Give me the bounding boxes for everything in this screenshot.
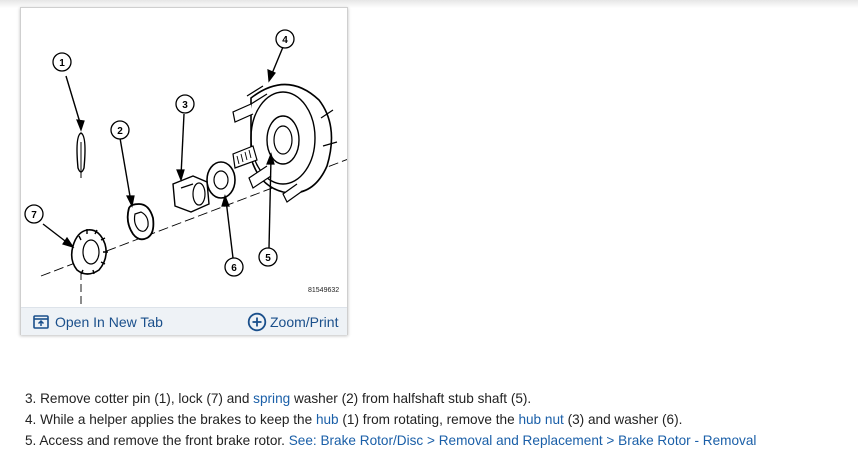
step-5-text-a: 5. Access and remove the front brake rot…: [25, 433, 289, 448]
callout-1: 1: [52, 52, 72, 72]
callout-7: 7: [24, 204, 44, 224]
open-in-new-tab-button[interactable]: Open In New Tab: [33, 311, 163, 332]
callout-label-1: 1: [59, 58, 65, 69]
figure-toolbar: Open In New Tab Zoom/Print: [21, 307, 347, 335]
callout-label-3: 3: [182, 100, 188, 111]
figure-card: 1 2 3 4 5 6 7: [20, 7, 348, 335]
hub-link[interactable]: hub: [315, 412, 339, 427]
callout-label-6: 6: [231, 263, 237, 274]
callout-label-4: 4: [282, 35, 288, 46]
callout-label-2: 2: [117, 126, 123, 137]
brake-rotor-removal-link[interactable]: See: Brake Rotor/Disc > Removal and Repl…: [288, 433, 757, 448]
callout-5: 5: [258, 247, 278, 267]
step-4-text-c: (3) and washer (6).: [563, 412, 683, 427]
zoom-print-button[interactable]: Zoom/Print: [247, 311, 338, 332]
top-shadow: [0, 0, 858, 8]
hub-assembly-diagram: 1 2 3 4 5 6 7: [24, 29, 347, 308]
open-in-new-tab-icon: [33, 314, 49, 329]
callout-label-5: 5: [265, 253, 271, 264]
hub-nut-link[interactable]: hub nut: [518, 412, 564, 427]
spring-link[interactable]: spring: [253, 391, 291, 406]
callout-6: 6: [224, 257, 244, 277]
callout-label-7: 7: [31, 210, 37, 221]
step-5: 5. Access and remove the front brake rot…: [25, 430, 845, 451]
step-3: 3. Remove cotter pin (1), lock (7) and s…: [25, 388, 845, 409]
step-4-text-b: (1) from rotating, remove the: [338, 412, 519, 427]
callout-4: 4: [275, 29, 295, 49]
step-3-text-a: 3. Remove cotter pin (1), lock (7) and: [25, 391, 254, 406]
step-4-text-a: 4. While a helper applies the brakes to …: [25, 412, 316, 427]
step-4: 4. While a helper applies the brakes to …: [25, 409, 845, 430]
zoom-plus-icon: [247, 312, 267, 331]
instruction-steps: 3. Remove cotter pin (1), lock (7) and s…: [25, 388, 845, 451]
figure-code: 81549632: [308, 287, 340, 294]
zoom-print-label: Zoom/Print: [270, 313, 339, 330]
callout-3: 3: [175, 94, 195, 114]
step-3-text-b: washer (2) from halfshaft stub shaft (5)…: [290, 391, 532, 406]
open-in-new-tab-label: Open In New Tab: [55, 313, 163, 330]
callout-2: 2: [110, 120, 130, 140]
